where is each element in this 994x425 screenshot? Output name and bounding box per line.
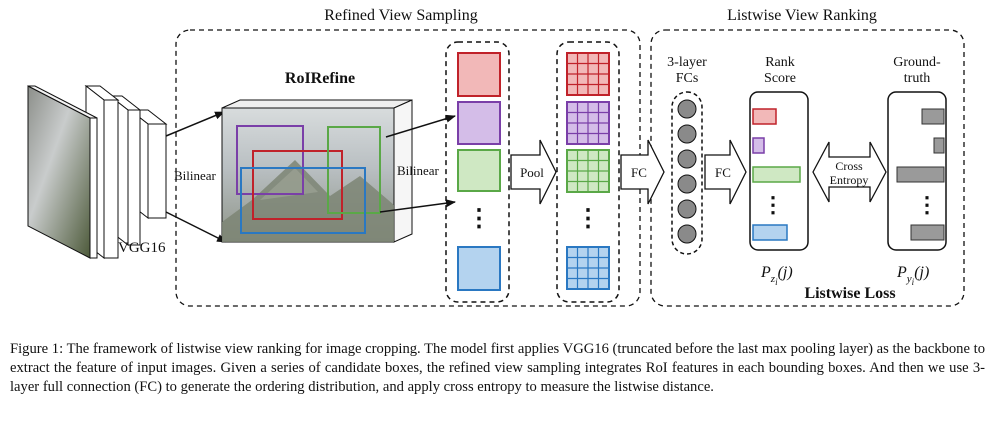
score-bar-purple	[752, 137, 765, 154]
fc-arrow-2: FC	[704, 139, 747, 205]
cross-entropy-arrow: Cross Entropy	[812, 141, 887, 203]
fc-node	[677, 224, 697, 244]
listwise-loss-label: Listwise Loss	[804, 285, 895, 302]
fc-node	[677, 124, 697, 144]
roirefine-title: RoIRefine	[285, 70, 355, 87]
bilinear-label-right: Bilinear	[397, 163, 440, 178]
candidate-blue	[457, 246, 501, 291]
fc-node	[677, 199, 697, 219]
score-bar-blue	[752, 224, 788, 241]
candidate-ellipsis: ⋮	[467, 206, 491, 232]
cross-entropy-label-1: Cross	[835, 159, 863, 173]
pz-label: Pzi(j)	[760, 264, 793, 287]
score-ellipsis: ⋮	[762, 192, 784, 217]
gt-bar	[896, 166, 945, 183]
fc-node	[677, 149, 697, 169]
roi-box-blue	[240, 167, 366, 234]
fc-layers: 3-layer FCs	[667, 55, 707, 255]
gt-bar	[921, 108, 945, 125]
fc-layers-label-2: FCs	[676, 71, 699, 86]
score-bar-green	[752, 166, 801, 183]
vgg16-backbone: VGG16	[27, 84, 168, 260]
section-title-ranking: Listwise View Ranking	[727, 7, 877, 24]
cross-entropy-label-2: Entropy	[830, 173, 869, 187]
candidate-features-column: ⋮	[445, 41, 510, 303]
pool-label: Pool	[520, 165, 544, 180]
pooled-features-column: ⋮	[556, 41, 620, 303]
fc-arrow-1: FC	[620, 139, 665, 205]
roi-box-purple	[236, 125, 304, 195]
py-label: Pyi(j)	[896, 264, 929, 287]
candidate-green	[457, 149, 501, 192]
fc-node	[677, 174, 697, 194]
rank-score-panel: Rank Score ⋮ Pzi(j)	[749, 55, 809, 287]
gt-ellipsis: ⋮	[916, 192, 938, 217]
section-title-sampling: Refined View Sampling	[324, 7, 477, 24]
framework-diagram: Refined View Sampling Listwise View Rank…	[27, 7, 965, 307]
ground-truth-panel: Ground- truth ⋮ Pyi(j)	[887, 55, 947, 287]
fc-node	[677, 99, 697, 119]
candidate-purple	[457, 101, 501, 145]
sampling-region	[175, 29, 641, 307]
pool-arrow: Pool	[510, 139, 557, 205]
candidate-red	[457, 52, 501, 97]
roi-box-red	[252, 150, 343, 220]
roirefine-feature-map: RoIRefine	[221, 70, 413, 243]
figure-caption: Figure 1: The framework of listwise view…	[10, 341, 985, 395]
rank-score-label-2: Score	[764, 71, 796, 86]
pooled-ellipsis: ⋮	[576, 206, 600, 232]
rank-score-label-1: Rank	[765, 55, 795, 70]
ground-truth-label-1: Ground-	[893, 55, 941, 70]
fc-label-2: FC	[715, 165, 731, 180]
ground-truth-label-2: truth	[904, 71, 930, 86]
fc-label-1: FC	[631, 165, 647, 180]
score-bar-red	[752, 108, 777, 125]
vgg16-label: VGG16	[118, 240, 166, 256]
roi-box-green	[327, 126, 381, 214]
fc-layers-label-1: 3-layer	[667, 55, 707, 70]
bilinear-label-left: Bilinear	[174, 168, 217, 183]
gt-bar	[933, 137, 945, 154]
gt-bar	[910, 224, 945, 241]
